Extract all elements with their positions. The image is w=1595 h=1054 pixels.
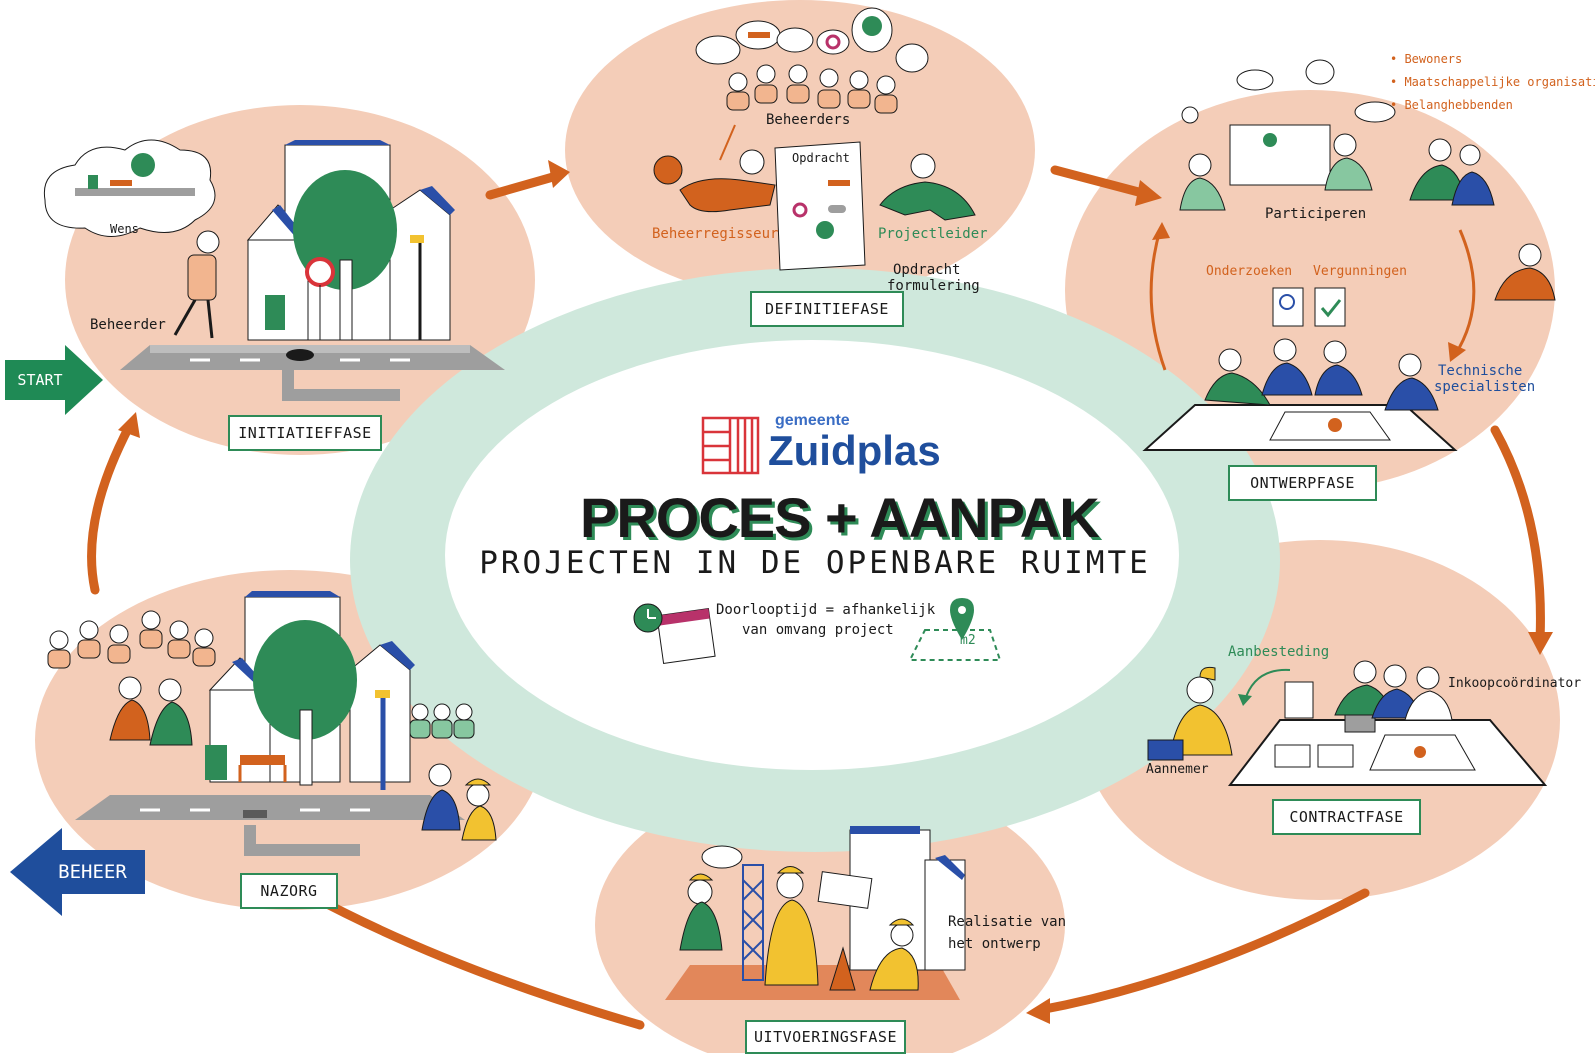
ontwerp-illustration [1142,59,1556,451]
loop-arrowhead-right [1448,342,1466,362]
stakeholder-belanghebbenden: • Belanghebbenden [1390,98,1513,112]
area-pin-icon [908,598,1002,661]
annotation-opdracht-formulering-2: formulering [887,278,980,294]
start-label: START [17,371,63,389]
cycle-arrow-5 [305,890,645,1030]
start-arrow [5,345,103,415]
cycle-arrowhead-3 [1528,632,1553,655]
initiatief-illustration [43,139,505,401]
cycle-arrow-1 [485,170,565,200]
cycle-arrowhead-6 [118,412,140,438]
stakeholder-bewoners: • Bewoners [1390,52,1463,66]
municipality-name: Zuidplas [768,427,941,474]
beheer-arrow [10,828,145,916]
cycle-arrow-2 [1050,165,1155,200]
annotation-technische-1: Technische [1438,363,1523,379]
page-subtitle: PROJECTEN IN DE OPENBARE RUIMTE [479,545,1151,581]
annotation-projectleider: Projectleider [878,226,988,242]
annotation-wens: Wens [110,222,139,236]
contract-illustration [1147,660,1548,786]
annotation-aannemer: Aannemer [1146,762,1209,777]
phase-label-nazorg: NAZORG [240,873,338,909]
loop-arrow-right [1453,229,1476,356]
annotation-beheerders: Beheerders [766,112,851,128]
annotation-aanbesteding: Aanbesteding [1228,644,1330,660]
annotation-opdracht: Opdracht [792,151,850,165]
annotation-realisatie-2: het ontwerp [948,936,1041,952]
municipality-prefix: gemeente [775,412,850,429]
duration-line-2: van omvang project [742,622,894,638]
phase-label-uitvoering: UITVOERINGSFASE [745,1020,906,1054]
phase-label-contract: CONTRACTFASE [1272,799,1421,835]
clock-calendar-icon [633,603,716,664]
annotation-technische-2: specialisten [1434,379,1536,395]
loop-arrowhead-left [1152,222,1170,240]
beheer-label: BEHEER [58,861,127,883]
loop-arrow-left [1149,229,1167,371]
cycle-arrowhead-4 [1026,998,1050,1024]
cycle-arrowhead-2 [1135,180,1162,206]
phase-label-initiatief: INITIATIEFFASE [228,415,382,451]
uitvoering-illustration [665,826,966,1000]
definitie-illustration [653,7,976,271]
nazorg-illustration [47,591,497,856]
annotation-onderzoeken: Onderzoeken [1206,264,1293,279]
phase-label-ontwerp: ONTWERPFASE [1228,465,1377,501]
phase-label-definitie: DEFINITIEFASE [750,291,904,327]
annotation-beheerder: Beheerder [90,317,166,333]
area-unit: m2 [960,633,976,648]
annotation-vergunningen: Vergunningen [1313,264,1407,279]
zuidplas-logo-mark [701,416,760,475]
annotation-opdracht-formulering-1: Opdracht [893,262,961,278]
cycle-arrow-6 [87,420,135,595]
stakeholder-organisaties: • Maatschappelijke organisaties [1390,75,1595,89]
page-title: PROCES + AANPAK [580,486,1100,549]
cycle-arrow-4 [1035,888,1370,1015]
cycle-arrow-3 [1490,425,1545,645]
annotation-realisatie-1: Realisatie van [948,914,1067,930]
center-oval [445,340,1179,770]
annotation-participeren: Participeren [1265,206,1367,222]
duration-line-1: Doorlooptijd = afhankelijk [716,602,936,618]
annotation-inkoopcoordinator: Inkoopcoördinator [1448,676,1582,691]
annotation-beheerregisseur: Beheerregisseur [652,226,779,242]
cycle-arrowhead-1 [548,160,570,188]
